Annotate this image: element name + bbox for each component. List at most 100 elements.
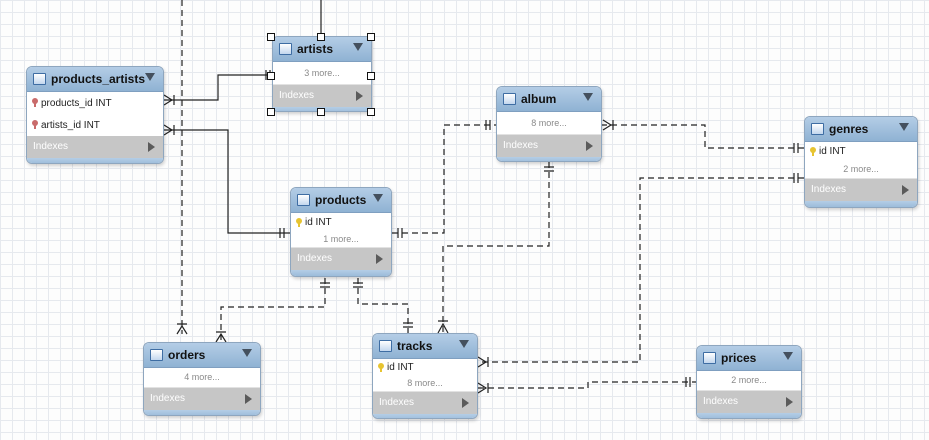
expand-arrow-icon[interactable] [462, 398, 469, 408]
resize-handle[interactable] [367, 33, 375, 41]
rel-line-products-album [392, 124, 496, 234]
resize-handle[interactable] [367, 108, 375, 116]
column-row[interactable]: products_id INT [27, 92, 163, 114]
more-columns-label[interactable]: 1 more... [291, 231, 391, 248]
rel-line-products-orders [220, 278, 326, 342]
expand-arrow-icon[interactable] [356, 91, 363, 101]
indexes-section[interactable]: Indexes [805, 179, 917, 201]
table-name: orders [168, 348, 206, 362]
collapse-arrow-icon[interactable] [373, 194, 383, 202]
table-icon [379, 340, 392, 352]
expand-arrow-icon[interactable] [148, 142, 155, 152]
collapse-arrow-icon[interactable] [459, 340, 469, 348]
column-label: id INT [305, 217, 332, 228]
table-artists[interactable]: artists 3 more... Indexes [272, 36, 372, 112]
table-icon [33, 73, 46, 85]
expand-arrow-icon[interactable] [786, 397, 793, 407]
indexes-section[interactable]: Indexes [373, 392, 477, 414]
indexes-section[interactable]: Indexes [27, 136, 163, 158]
table-products_artists[interactable]: products_artists products_id INT artists… [26, 66, 164, 164]
table-footer [697, 413, 801, 418]
collapse-arrow-icon[interactable] [353, 43, 363, 51]
table-header[interactable]: prices [697, 346, 801, 371]
table-header[interactable]: genres [805, 117, 917, 142]
rel-line-products-tracks [357, 278, 409, 333]
column-row[interactable]: id INT [373, 359, 477, 376]
table-icon [297, 194, 310, 206]
table-tracks[interactable]: tracks id INT 8 more... Indexes [372, 333, 478, 419]
collapse-arrow-icon[interactable] [583, 93, 593, 101]
collapse-arrow-icon[interactable] [242, 349, 252, 357]
expand-arrow-icon[interactable] [245, 394, 252, 404]
collapse-arrow-icon[interactable] [145, 73, 155, 81]
table-icon [150, 349, 163, 361]
more-columns-label[interactable]: 2 more... [697, 371, 801, 391]
table-header[interactable]: album [497, 87, 601, 112]
resize-handle[interactable] [317, 33, 325, 41]
resize-handle[interactable] [267, 72, 275, 80]
collapse-arrow-icon[interactable] [899, 123, 909, 131]
resize-handle[interactable] [367, 72, 375, 80]
more-columns-label[interactable]: 8 more... [497, 112, 601, 135]
rel-line-genres-tracks [478, 177, 804, 363]
expand-arrow-icon[interactable] [376, 254, 383, 264]
more-columns-label[interactable]: 4 more... [144, 368, 260, 388]
column-row[interactable]: artists_id INT [27, 114, 163, 136]
table-genres[interactable]: genres id INT 2 more... Indexes [804, 116, 918, 208]
table-icon [811, 123, 824, 135]
column-row[interactable]: id INT [805, 142, 917, 160]
table-album[interactable]: album 8 more... Indexes [496, 86, 602, 162]
table-footer [291, 270, 391, 276]
rel-line-album-genres [601, 124, 804, 149]
table-footer [27, 158, 163, 163]
indexes-label: Indexes [33, 141, 69, 152]
column-label: id INT [819, 146, 846, 157]
indexes-section[interactable]: Indexes [497, 135, 601, 157]
indexes-label: Indexes [503, 140, 539, 151]
table-footer [805, 201, 917, 207]
table-name: album [521, 92, 557, 106]
table-products[interactable]: products id INT 1 more... Indexes [290, 187, 392, 277]
rel-line-products_artists-artists [162, 74, 272, 101]
collapse-arrow-icon[interactable] [783, 352, 793, 360]
column-row[interactable]: id INT [291, 213, 391, 231]
table-header[interactable]: tracks [373, 334, 477, 359]
table-header[interactable]: products [291, 188, 391, 213]
rel-line-album-tracks [442, 162, 550, 333]
expand-arrow-icon[interactable] [902, 185, 909, 195]
expand-arrow-icon[interactable] [586, 141, 593, 151]
column-label: artists_id INT [41, 120, 100, 131]
indexes-section[interactable]: Indexes [273, 85, 371, 107]
table-footer [497, 157, 601, 161]
table-footer [144, 410, 260, 415]
primary-key-icon [378, 363, 384, 372]
table-footer [373, 414, 477, 418]
more-columns-label[interactable]: 8 more... [373, 376, 477, 392]
resize-handle[interactable] [317, 108, 325, 116]
foreign-key-icon [32, 120, 38, 129]
resize-handle[interactable] [267, 33, 275, 41]
table-name: genres [829, 122, 869, 136]
indexes-label: Indexes [297, 253, 333, 264]
foreign-key-icon [32, 98, 38, 107]
table-prices[interactable]: prices 2 more... Indexes [696, 345, 802, 419]
table-header[interactable]: orders [144, 343, 260, 368]
resize-handle[interactable] [267, 108, 275, 116]
primary-key-icon [296, 218, 302, 227]
table-name: prices [721, 351, 757, 365]
table-name: tracks [397, 339, 433, 353]
indexes-section[interactable]: Indexes [144, 388, 260, 410]
indexes-label: Indexes [150, 393, 186, 404]
more-columns-label[interactable]: 2 more... [805, 160, 917, 179]
rel-line-tracks-prices [478, 381, 696, 389]
column-label: id INT [387, 362, 414, 373]
table-icon [503, 93, 516, 105]
more-columns-label[interactable]: 3 more... [273, 62, 371, 85]
table-name: products [315, 193, 367, 207]
table-header[interactable]: artists [273, 37, 371, 62]
indexes-section[interactable]: Indexes [291, 248, 391, 270]
table-orders[interactable]: orders 4 more... Indexes [143, 342, 261, 416]
rel-line-products_artists-products [162, 129, 290, 234]
table-header[interactable]: products_artists [27, 67, 163, 92]
indexes-section[interactable]: Indexes [697, 391, 801, 413]
